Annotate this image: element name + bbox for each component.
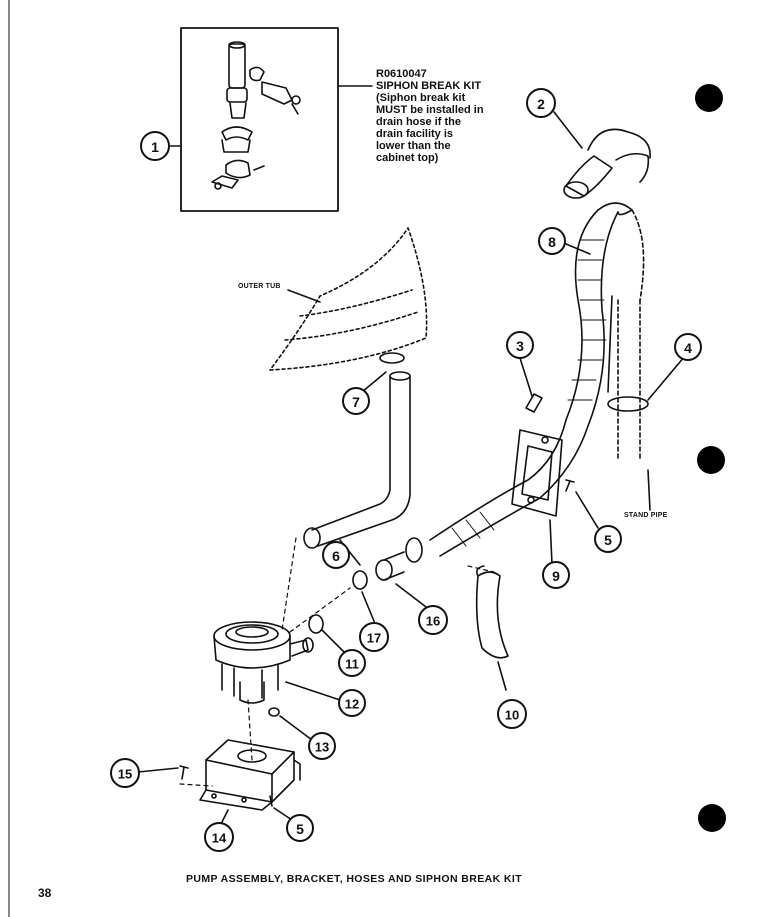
outer-tub-outline [269,227,428,371]
callout-circle [538,227,566,255]
callout-number: 5 [296,821,304,837]
callout-number: 13 [315,740,329,755]
callout-number: 16 [426,614,440,629]
assembly-path [179,537,495,787]
callout-circle [322,541,350,569]
callout-circle [594,525,622,553]
corrugated-drain-hose [429,202,649,557]
leader-line [273,807,293,821]
callout-number: 5 [604,532,612,548]
callout-number: 12 [345,697,359,712]
pump-assembly [213,621,314,704]
kit-note-line: drain hose if the [376,116,461,128]
callout-circle [542,561,570,589]
callout-circle [359,622,389,652]
callout-circle [674,333,702,361]
callout-circle [338,689,366,717]
callout-circle [110,758,140,788]
leader-line [287,289,321,303]
kit-note-line: (Siphon break kit [376,92,466,104]
callout-number: 8 [548,234,556,250]
part-callouts [110,88,702,852]
leader-line [361,591,377,627]
leader-line [497,661,507,691]
kit-part-number: R0610047 [376,68,427,80]
screw [565,479,575,492]
leader-line [395,583,431,611]
pump-mount-bracket [199,739,301,811]
callout-number: 11 [345,657,359,672]
hose-clip [525,393,543,413]
callout-number: 3 [516,338,524,354]
callout-circle [204,822,234,852]
leader-line [279,715,313,741]
screw [179,765,189,780]
hose-coupling [352,537,423,590]
drain-hose-elbow [563,128,651,199]
callout-number: 10 [505,708,519,723]
callout-number: 6 [332,548,340,564]
leader-line [361,371,387,393]
callout-number: 2 [537,96,545,112]
callout-number: 7 [352,394,360,410]
tub-to-pump-hose [303,352,411,549]
leader-line [553,111,583,149]
callout-number: 9 [552,568,560,584]
callout-circle [418,605,448,635]
leader-line [647,469,651,511]
leader-line [575,491,599,529]
outer-tub-label: OUTER TUB [238,283,281,290]
siphon-break-kit-note: R0610047 SIPHON BREAK KIT (Siphon break … [376,68,516,164]
callout-number: 17 [367,631,381,646]
leader-line [321,629,345,653]
callout-circle [286,814,314,842]
siphon-break-kit-illustration [180,27,339,212]
callout-circle [338,649,366,677]
kit-note-line: cabinet top) [376,152,439,164]
callout-circle [342,387,370,415]
hose-bracket-plate [511,429,563,517]
kit-name: SIPHON BREAK KIT [376,80,482,92]
figure-caption: PUMP ASSEMBLY, BRACKET, HOSES AND SIPHON… [186,873,523,885]
leader-line [549,519,553,565]
callout-number: 4 [684,340,692,356]
callout-circle [497,699,527,729]
kit-note-line: drain facility is [376,128,454,140]
leader-line [565,243,591,255]
stand-pipe-label: STAND PIPE [624,512,668,519]
binder-hole [698,804,726,832]
screw [269,795,273,807]
hose-support-bracket [475,565,509,659]
kit-note-line: lower than the [376,140,451,152]
callout-number: 14 [212,831,227,846]
page-number: 38 [38,886,52,900]
callout-circle [308,732,336,760]
callout-circle [506,331,534,359]
grommet [268,707,280,717]
callout-number: 1 [151,139,159,155]
binder-hole [695,84,723,112]
binder-hole [697,446,725,474]
leader-line [285,681,341,701]
leader-line [137,767,179,773]
callout-circle [526,88,556,118]
callout-number: 15 [118,767,132,782]
pump-outlet-fitting [308,614,324,634]
callout-circle [140,131,170,161]
kit-note-line: MUST be installed in [376,104,484,116]
leader-line [519,357,533,397]
